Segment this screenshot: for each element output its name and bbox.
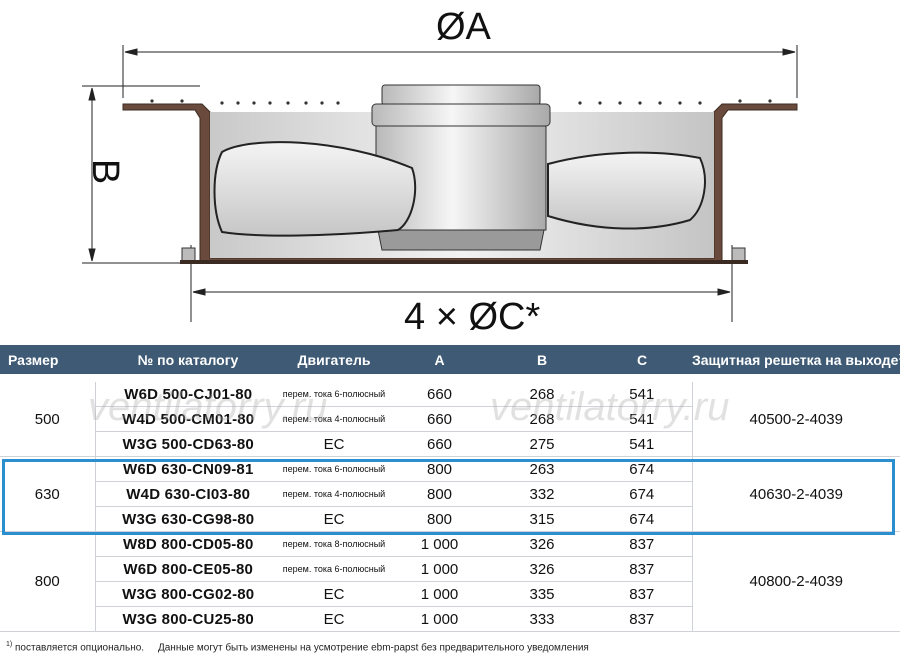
a-cell: 1 000 [387,556,492,582]
c-cell: 837 [592,531,692,557]
table-row: 800 W8D 800-CD05-80 перем. тока 8-полюсн… [0,531,900,632]
catalog-cell: W6D 500-CJ01-80 [95,382,281,407]
motor-cell: перем. тока 6-полюсный [281,556,387,582]
catalog-cell: W8D 800-CD05-80 [95,531,281,557]
header-a: A [387,345,492,374]
table-header-row: Размер № по каталогу Двигатель A B C Защ… [0,345,900,374]
motor-cell: EC [281,431,387,457]
catalog-cell: W3G 800-CU25-80 [95,606,281,632]
a-cell: 660 [387,406,492,432]
c-cell: 837 [592,606,692,632]
b-cell: 268 [492,382,592,407]
table-row: W3G 800-CG02-80 EC 1 000 335 837 [0,581,900,607]
dimension-b-label: B [84,158,127,185]
b-cell: 275 [492,431,592,457]
dimension-c-line [190,245,733,322]
grill-cell: 40800-2-4039 [691,531,900,632]
catalog-cell: W6D 630-CN09-81 [95,456,281,482]
header-catalog: № по каталогу [95,345,281,374]
motor-cell: EC [281,581,387,607]
catalog-cell: W3G 500-CD63-80 [95,431,281,457]
table-row: W3G 800-CU25-80 EC 1 000 333 837 [0,606,900,632]
c-cell: 837 [592,556,692,582]
a-cell: 1 000 [387,581,492,607]
motor-cell: перем. тока 6-полюсный [281,382,387,407]
motor-cell: EC [281,506,387,532]
motor-cell: перем. тока 4-полюсный [281,406,387,432]
grill-cell: 40500-2-4039 [691,382,900,457]
c-cell: 837 [592,581,692,607]
b-cell: 315 [492,506,592,532]
fan-spec-table: Размер № по каталогу Двигатель A B C Защ… [0,345,900,632]
a-cell: 800 [387,506,492,532]
c-cell: 541 [592,406,692,432]
motor-cell: перем. тока 6-полюсный [281,456,387,482]
catalog-cell: W4D 500-CM01-80 [95,406,281,432]
table-row: W3G 630-CG98-80 EC 800 315 674 [0,506,900,532]
header-grill: Защитная решетка на выходе1) [692,345,900,374]
dimension-c-label: 4 × ØC* [404,296,541,338]
motor-cell: EC [281,606,387,632]
catalog-cell: W3G 630-CG98-80 [95,506,281,532]
c-cell: 674 [592,456,692,482]
b-cell: 333 [492,606,592,632]
dimension-a-line [122,45,798,98]
catalog-cell: W3G 800-CG02-80 [95,581,281,607]
header-size: Размер [0,345,95,374]
header-b: B [492,345,592,374]
b-cell: 326 [492,556,592,582]
b-cell: 332 [492,481,592,507]
dimension-a-label: ØA [436,6,491,48]
a-cell: 800 [387,481,492,507]
b-cell: 268 [492,406,592,432]
motor-cell: перем. тока 8-полюсный [281,531,387,557]
a-cell: 1 000 [387,606,492,632]
footnote: 1) поставляется опционально. Данные могу… [6,641,589,654]
c-cell: 541 [592,431,692,457]
c-cell: 674 [592,481,692,507]
a-cell: 660 [387,382,492,407]
header-c: C [592,345,692,374]
catalog-cell: W4D 630-CI03-80 [95,481,281,507]
grill-cell: 40630-2-4039 [691,456,900,532]
fan-dimension-drawing [82,45,798,322]
a-cell: 660 [387,431,492,457]
catalog-cell: W6D 800-CE05-80 [95,556,281,582]
a-cell: 1 000 [387,531,492,557]
a-cell: 800 [387,456,492,482]
b-cell: 335 [492,581,592,607]
b-cell: 326 [492,531,592,557]
size-cell: 800 [0,531,96,632]
motor-cell: перем. тока 4-полюсный [281,481,387,507]
table-row: W4D 630-CI03-80 перем. тока 4-полюсный 8… [0,481,900,507]
fan-blades [213,141,706,237]
rivet-dots [150,99,772,105]
c-cell: 674 [592,506,692,532]
size-cell: 500 [0,382,96,457]
table-row: 500 W6D 500-CJ01-80 перем. тока 6-полюсн… [0,382,900,457]
header-motor: Двигатель [281,345,387,374]
table-row: W4D 500-CM01-80 перем. тока 4-полюсный 6… [0,406,900,432]
table-row: 630 W6D 630-CN09-81 перем. тока 6-полюсн… [0,456,900,532]
c-cell: 541 [592,382,692,407]
table-row: W3G 500-CD63-80 EC 660 275 541 [0,431,900,457]
table-row: W6D 800-CE05-80 перем. тока 6-полюсный 1… [0,556,900,582]
b-cell: 263 [492,456,592,482]
size-cell: 630 [0,456,96,532]
